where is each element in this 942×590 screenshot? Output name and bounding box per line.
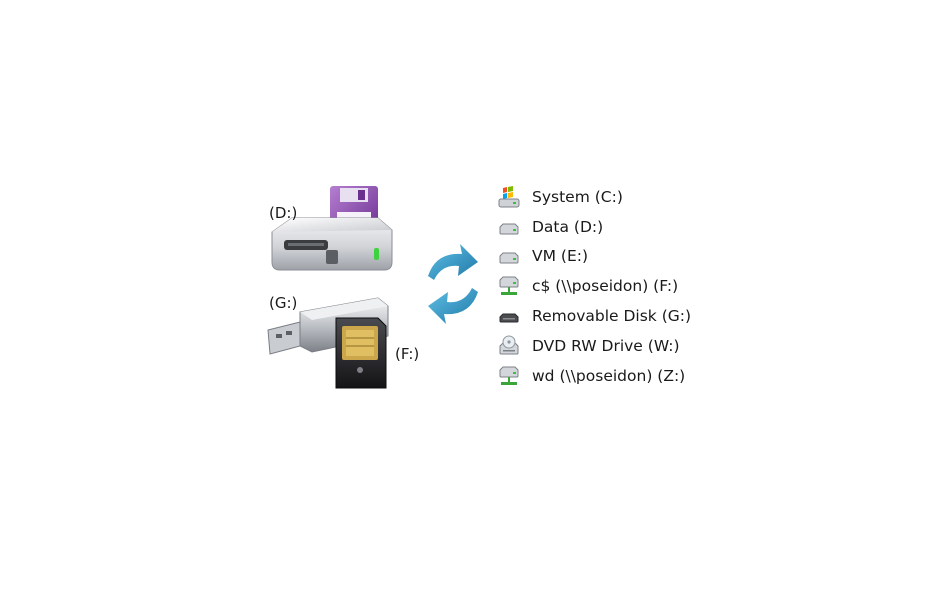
drive-item-w[interactable]: DVD RW Drive (W:) <box>497 331 691 361</box>
removable-disk-icon <box>497 304 521 328</box>
windows-system-drive-icon <box>497 185 521 209</box>
drive-item-f[interactable]: c$ (\\poseidon) (F:) <box>497 271 691 301</box>
drive-item-d[interactable]: Data (D:) <box>497 212 691 242</box>
dvd-drive-icon <box>497 334 521 358</box>
hard-drive-icon <box>497 215 521 239</box>
network-drive-icon <box>497 364 521 388</box>
drive-item-label: c$ (\\poseidon) (F:) <box>532 277 679 296</box>
f-drive-label: (F:) <box>395 345 420 363</box>
drive-item-z[interactable]: wd (\\poseidon) (Z:) <box>497 361 691 391</box>
drive-list: System (C:) Data (D:) VM (E:) <box>497 182 691 391</box>
sync-arrows-icon <box>428 244 478 324</box>
d-drive-label: (D:) <box>269 204 298 222</box>
drive-item-c[interactable]: System (C:) <box>497 182 691 212</box>
drive-item-label: Data (D:) <box>532 217 604 236</box>
drive-item-label: wd (\\poseidon) (Z:) <box>532 366 686 385</box>
floppy-drive-icon <box>271 186 393 271</box>
drive-item-g[interactable]: Removable Disk (G:) <box>497 301 691 331</box>
network-drive-icon <box>497 274 521 298</box>
drive-item-label: Removable Disk (G:) <box>532 307 692 326</box>
drive-item-label: VM (E:) <box>532 247 589 266</box>
drive-item-label: DVD RW Drive (W:) <box>532 336 680 355</box>
sd-card-icon <box>335 317 387 389</box>
drive-item-label: System (C:) <box>532 187 623 206</box>
g-drive-label: (G:) <box>269 294 298 312</box>
hard-drive-icon <box>497 244 521 268</box>
drive-item-e[interactable]: VM (E:) <box>497 242 691 272</box>
